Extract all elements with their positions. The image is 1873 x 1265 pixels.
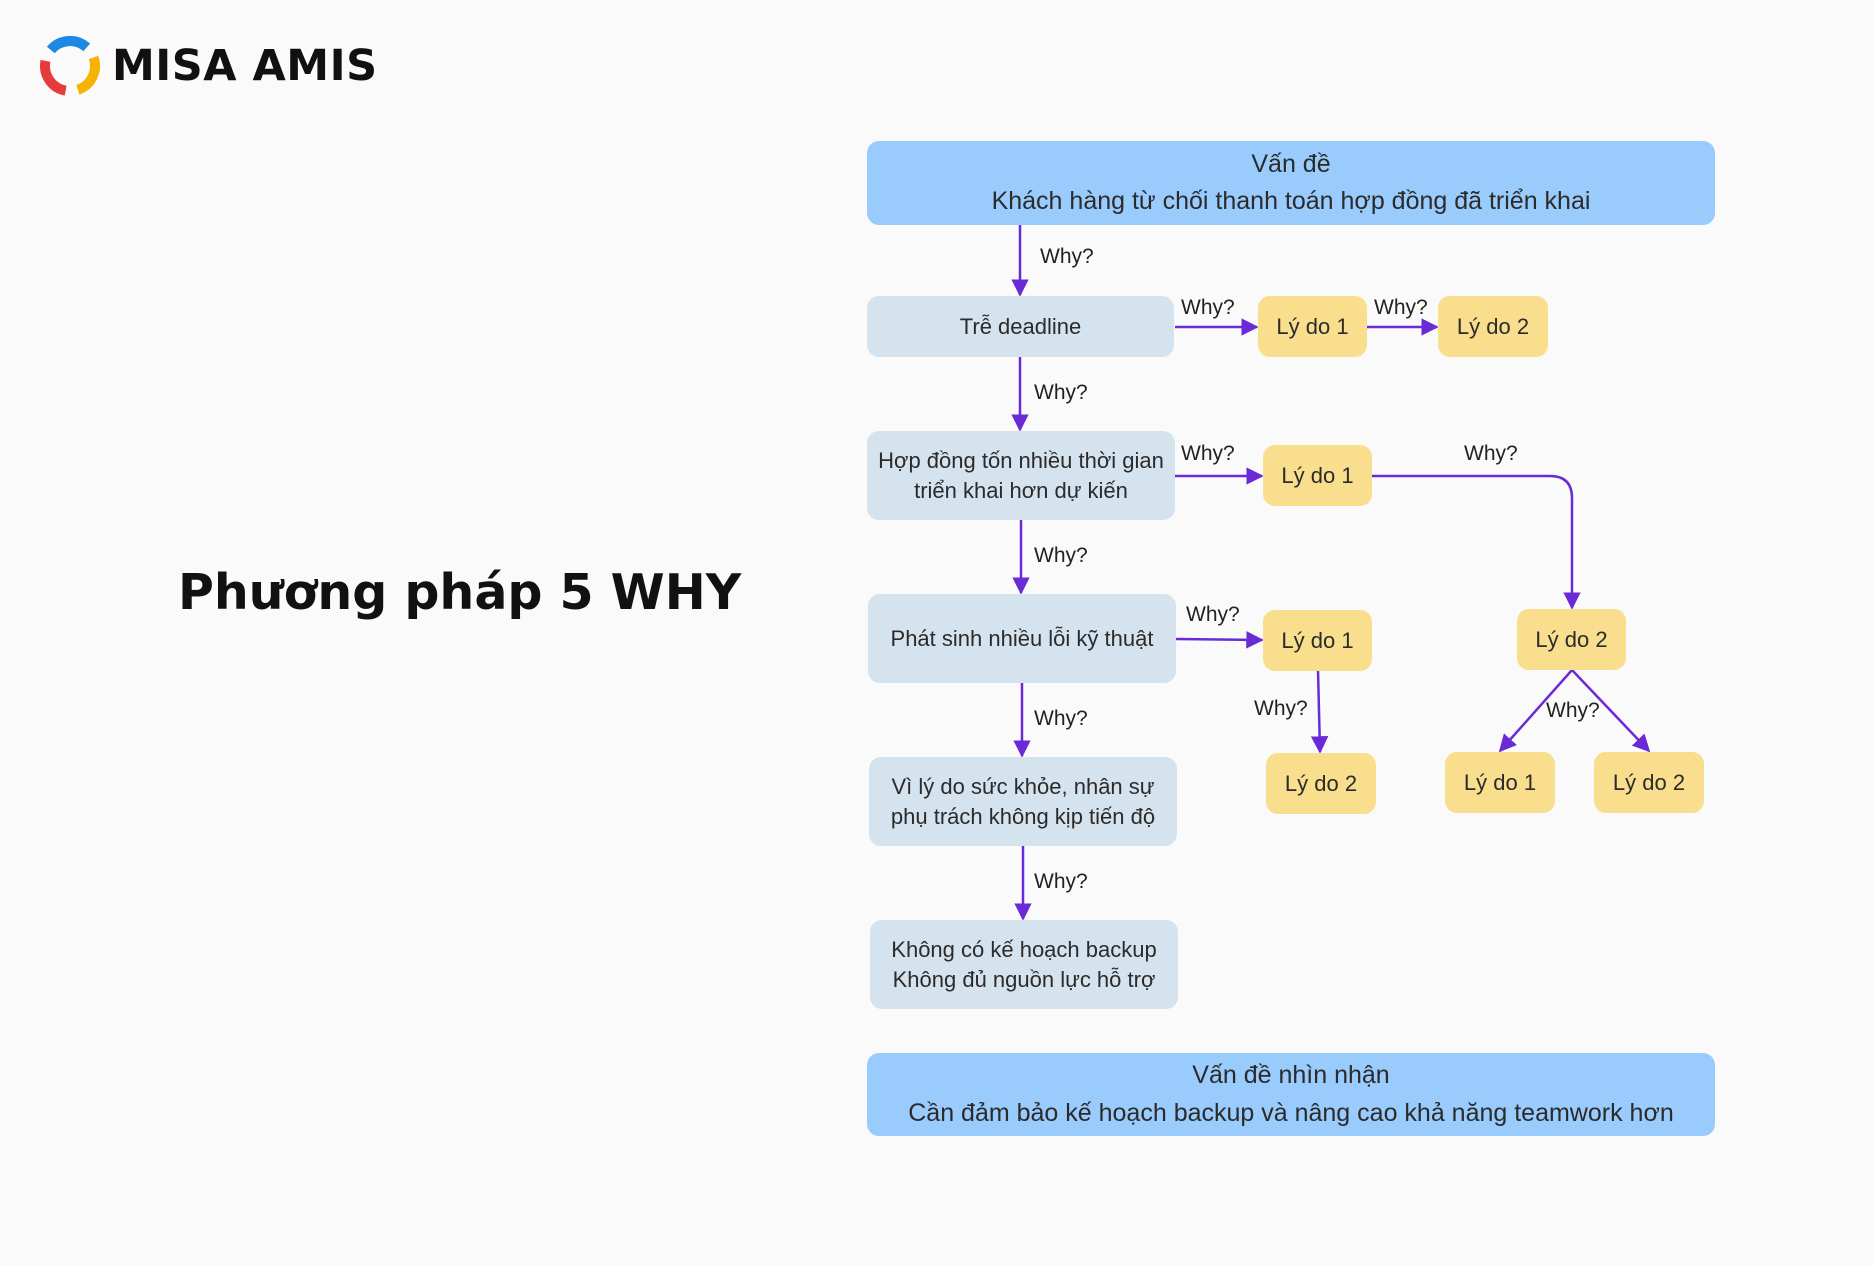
why-label: Why? — [1254, 697, 1308, 720]
arrow-r2b-r4b — [1571, 669, 1651, 753]
step-box-3: Phát sinh nhiều lỗi kỹ thuật — [868, 594, 1176, 683]
step-3-text: Phát sinh nhiều lỗi kỹ thuật — [890, 625, 1154, 651]
why-label: Why? — [1034, 544, 1088, 567]
reason-r3a: Lý do 1 — [1263, 610, 1372, 671]
why-label: Why? — [1034, 707, 1088, 730]
why-label: Why? — [1181, 442, 1235, 465]
step-5-line2: Không đủ nguồn lực hỗ trợ — [892, 966, 1156, 992]
why-label: Why? — [1464, 442, 1518, 465]
why-label: Why? — [1374, 296, 1428, 319]
step-box-4: Vì lý do sức khỏe, nhân sự phụ trách khô… — [869, 757, 1177, 846]
reason-r2b: Lý do 2 — [1517, 609, 1626, 670]
step-box-5: Không có kế hoạch backup Không đủ nguồn … — [870, 920, 1178, 1009]
reason-r1b: Lý do 2 — [1438, 296, 1548, 357]
arrow-r3a-r3b — [1310, 669, 1329, 754]
step-box-2: Hợp đồng tốn nhiều thời gian triển khai … — [867, 431, 1175, 520]
step-4-line2: phụ trách không kịp tiến độ — [890, 803, 1156, 829]
step-2-line2: triển khai hơn dự kiến — [914, 477, 1128, 503]
reason-r4a: Lý do 1 — [1445, 752, 1555, 813]
why-label: Why? — [1034, 870, 1088, 893]
reason-r1a: Lý do 1 — [1258, 296, 1367, 357]
step-1-text: Trễ deadline — [959, 313, 1082, 339]
why-label: Why? — [1186, 603, 1240, 626]
why-label: Why? — [1040, 245, 1094, 268]
step-box-1: Trễ deadline — [867, 296, 1174, 357]
reason-r3b: Lý do 2 — [1266, 753, 1376, 814]
problem-box: Vấn đề Khách hàng từ chối thanh toán hợp… — [867, 141, 1715, 225]
reason-r2a: Lý do 1 — [1263, 445, 1372, 506]
arrow-r2b-r4a — [1498, 669, 1573, 753]
why-label: Why? — [1181, 296, 1235, 319]
conclusion-label: Vấn đề nhìn nhận — [1192, 1061, 1390, 1089]
why-label: Why? — [1546, 699, 1600, 722]
page-title: Phương pháp 5 WHY — [178, 564, 742, 621]
arrow-step3-r3a — [1175, 631, 1264, 649]
conclusion-text: Cần đảm bảo kế hoạch backup và nâng cao … — [908, 1098, 1674, 1127]
arrow-r2a-r2b — [1372, 474, 1581, 610]
problem-text: Khách hàng từ chối thanh toán hợp đồng đ… — [991, 187, 1591, 215]
misa-logo-icon — [40, 36, 100, 96]
conclusion-box: Vấn đề nhìn nhận Cần đảm bảo kế hoạch ba… — [867, 1053, 1715, 1136]
problem-label: Vấn đề — [1251, 149, 1331, 178]
step-5-line1: Không có kế hoạch backup — [891, 936, 1157, 962]
step-4-line1: Vì lý do sức khỏe, nhân sự — [891, 773, 1155, 799]
why-label: Why? — [1034, 381, 1088, 404]
reason-r4b: Lý do 2 — [1594, 752, 1704, 813]
brand-logo: MISA AMIS — [40, 36, 378, 96]
step-2-line1: Hợp đồng tốn nhiều thời gian — [878, 447, 1164, 473]
brand-name: MISA AMIS — [112, 41, 378, 91]
